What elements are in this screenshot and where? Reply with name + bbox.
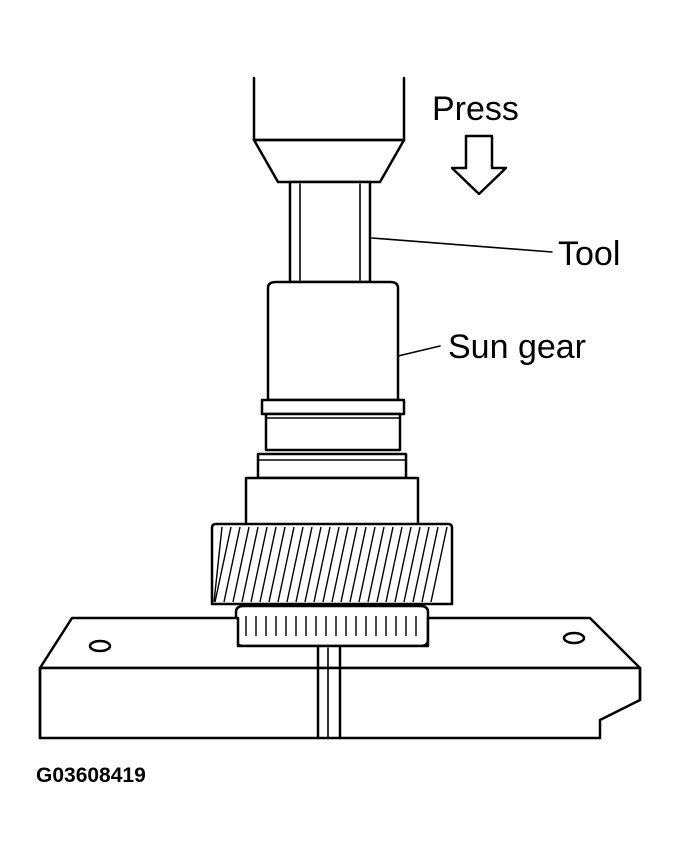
gear-tooth xyxy=(412,526,430,603)
spline-teeth xyxy=(245,616,417,636)
tool-shaft xyxy=(288,180,372,284)
gear-teeth xyxy=(213,526,448,603)
gear-tooth xyxy=(213,526,223,603)
gear-tooth xyxy=(223,526,241,603)
press-ram xyxy=(252,76,406,184)
gear-tooth xyxy=(268,526,286,603)
gear-tooth xyxy=(277,526,295,603)
gear-tooth xyxy=(385,526,403,603)
gear-tooth xyxy=(259,526,277,603)
gear-tooth xyxy=(286,526,304,603)
gear-tooth xyxy=(295,526,313,603)
tool-label: Tool xyxy=(558,235,620,273)
sun-gear-leader-line xyxy=(397,345,441,357)
gear-tooth xyxy=(421,526,439,603)
gear-tooth xyxy=(331,526,349,603)
gear-tooth xyxy=(250,526,268,603)
press-arrow-icon xyxy=(450,134,508,196)
gear-tooth xyxy=(376,526,394,603)
gear-tooth xyxy=(322,526,340,603)
gear-tooth xyxy=(232,526,250,603)
spline-ring xyxy=(234,604,430,648)
tool-leader-line xyxy=(371,237,553,253)
press-label: Press xyxy=(432,90,519,128)
helical-gear xyxy=(210,522,454,606)
gear-tooth xyxy=(367,526,385,603)
gear-tooth xyxy=(241,526,259,603)
gear-tooth xyxy=(358,526,376,603)
sun-gear-label: Sun gear xyxy=(448,328,586,366)
gear-tooth xyxy=(430,526,448,603)
gear-tooth xyxy=(313,526,331,603)
gear-tooth xyxy=(214,526,232,603)
figure-id: G03608419 xyxy=(36,764,146,787)
gear-tooth xyxy=(349,526,367,603)
gear-tooth xyxy=(304,526,322,603)
support-block xyxy=(38,616,642,740)
sun-gear-body xyxy=(244,280,420,530)
gear-tooth xyxy=(403,526,421,603)
gear-tooth xyxy=(394,526,412,603)
gear-tooth xyxy=(340,526,358,603)
